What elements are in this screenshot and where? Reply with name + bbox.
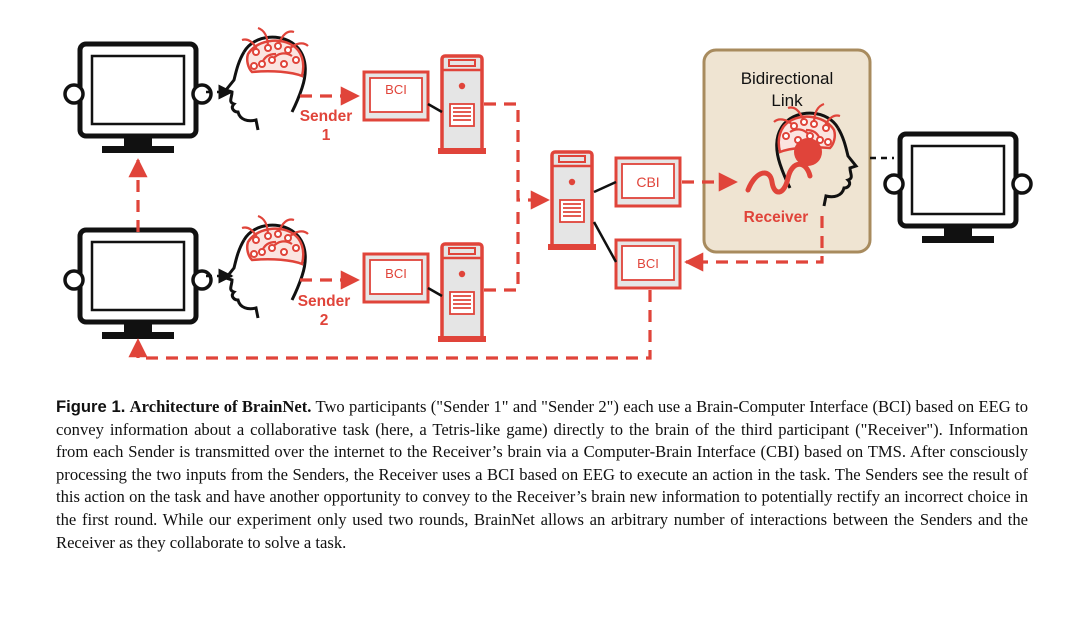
computer-sender1-icon: [436, 54, 488, 156]
sender1-head-icon: [224, 26, 310, 132]
solid-cable-lines: [427, 102, 618, 298]
caption-body: Two participants ("Sender 1" and "Sender…: [56, 397, 1029, 552]
figure-caption: Figure 1. Architecture of BrainNet. Two …: [56, 396, 1028, 554]
bci-label-receiver: BCI: [637, 256, 659, 271]
monitor-sender2-icon: [65, 230, 211, 339]
cbi-label: CBI: [636, 174, 659, 190]
red-dashed-connectors: [128, 86, 824, 360]
black-dashed-connectors: [206, 84, 894, 284]
bci-label-sender1: BCI: [385, 82, 407, 97]
tms-coil-icon: [745, 161, 813, 195]
sender2-label-line2: 2: [320, 312, 329, 329]
sender1-label-line2: 1: [322, 127, 331, 144]
computer-sender2-icon: [436, 242, 488, 344]
caption-figure-label: Figure 1.: [56, 397, 126, 416]
tms-coil-head-icon: [794, 138, 822, 166]
monitor-receiver-icon: [885, 134, 1031, 243]
bci-label-sender2: BCI: [385, 266, 407, 281]
monitor-sender1-icon: [65, 44, 211, 153]
sender2-label-line1: Sender: [298, 293, 351, 310]
sender2-head-icon: [224, 214, 310, 320]
sender1-label-line1: Sender: [300, 108, 353, 125]
brainnet-architecture-diagram: Bidirectional Link Sender 1 Sender 2 Rec…: [0, 26, 1082, 360]
box-label-line1: Bidirectional: [741, 69, 834, 88]
caption-title: Architecture of BrainNet.: [129, 397, 312, 416]
receiver-label: Receiver: [744, 209, 809, 226]
computer-server-icon: [546, 150, 598, 252]
box-label-line2: Link: [771, 91, 803, 110]
